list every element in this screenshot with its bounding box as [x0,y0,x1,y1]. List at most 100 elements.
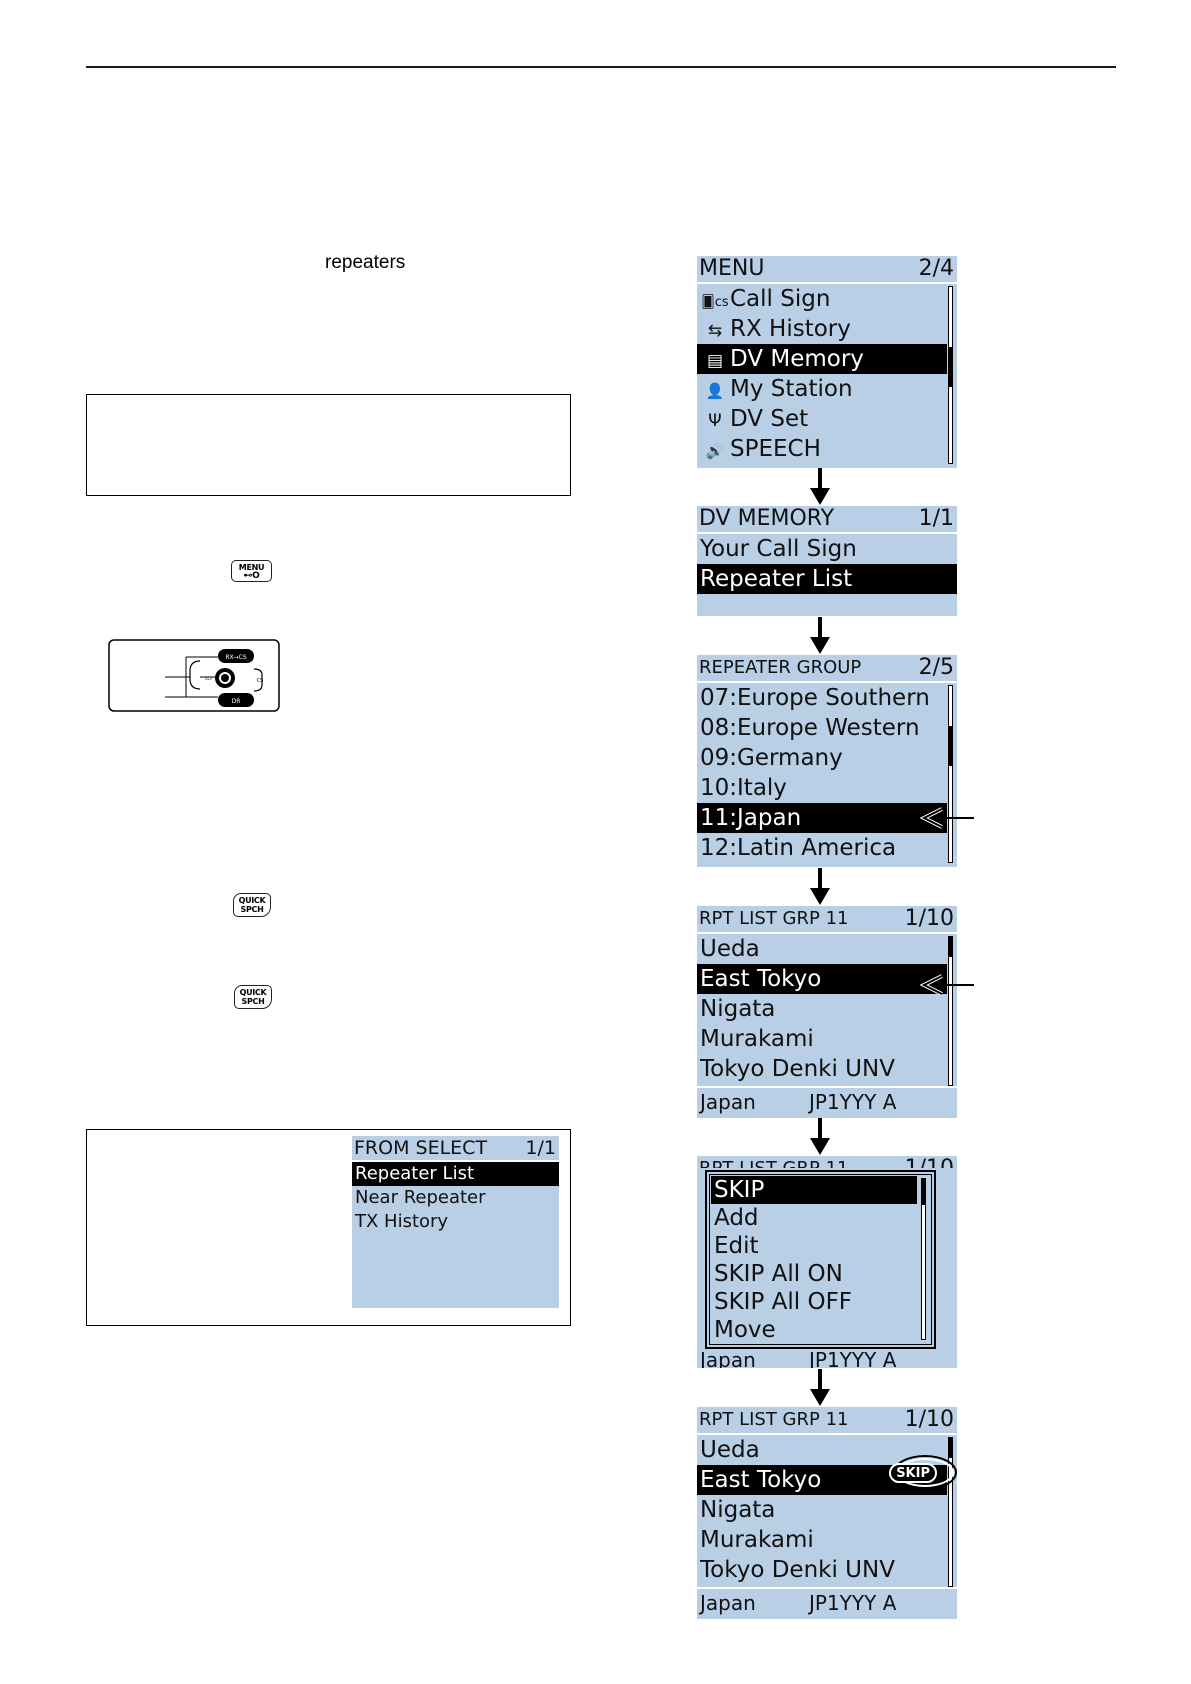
lcd-title: RPT LIST GRP 11 [699,908,849,929]
from-select-item-near-repeater[interactable]: Near Repeater [355,1187,486,1208]
dv-set-icon: Ψ [708,411,722,431]
menu-item-dv-set[interactable]: Ψ DV Set [697,404,947,434]
repeater-group-item[interactable]: 10:Italy [700,775,787,801]
lcd-footer: Japan JP1YYY A [697,1589,957,1617]
lcd-rpt-list-screen: RPT LIST GRP 11 1/10 Ueda East Tokyo Nig… [697,906,957,1118]
keypad-bottom-label: DR [232,698,241,705]
from-select-box [86,1129,571,1326]
popup-item-skip[interactable]: SKIP [711,1176,917,1204]
lcd-title: MENU [699,256,765,281]
lcd-header: REPEATER GROUP 2/5 [697,655,957,681]
menu-item-call-sign[interactable]: 🂠csCall Sign [697,284,947,314]
menu-item-label: DV Set [730,406,809,432]
lcd-dv-memory-screen: DV MEMORY 1/1 Your Call Sign Repeater Li… [697,506,957,616]
scrollbar[interactable] [948,936,953,1086]
popup-item-skip-all-off[interactable]: SKIP All OFF [714,1289,853,1315]
menu-item-label: RX History [730,316,851,342]
dv-memory-item-your-call-sign[interactable]: Your Call Sign [700,536,857,562]
menu-item-label: Call Sign [730,286,831,312]
rpt-list-item[interactable]: Tokyo Denki UNV [700,1557,895,1583]
popup-item-move[interactable]: Move [714,1317,776,1343]
lcd-title: DV MEMORY [699,506,835,531]
lcd-header: FROM SELECT 1/1 [352,1136,559,1160]
my-station-icon: 👤 [705,382,725,400]
down-arrow-icon [810,468,830,505]
lcd-from-select-screen: FROM SELECT 1/1 Repeater List Near Repea… [352,1136,559,1308]
quick-key-icon: QUICK SPCH [233,893,271,917]
footer-group-name: Japan [700,1090,756,1114]
scrollbar[interactable] [921,1178,926,1340]
lcd-menu-screen: MENU 2/4 🂠csCall Sign ⇆RX History ▤DV Me… [697,256,957,468]
rx-history-icon: ⇆ [707,321,723,341]
repeater-group-item[interactable]: 07:Europe Southern [700,685,930,711]
rpt-list-item[interactable]: Ueda [700,936,760,962]
down-arrow-icon [810,617,830,654]
repeater-group-item-selected[interactable]: 11:Japan [697,803,947,833]
skip-badge: SKIP [889,1463,937,1483]
lcd-page: 1/10 [904,1156,954,1181]
quick-key-top: QUICK [238,896,266,905]
lcd-page: 1/10 [904,906,954,931]
lcd-repeater-group-screen: REPEATER GROUP 2/5 07:Europe Southern 08… [697,655,957,867]
dv-memory-item-repeater-list[interactable]: Repeater List [697,564,957,594]
down-arrow-icon [810,868,830,905]
lcd-page: 1/1 [525,1137,556,1159]
quick-key-icon: QUICK SPCH [234,985,272,1009]
from-select-item-repeater-list[interactable]: Repeater List [352,1162,559,1186]
footer-call-sign: JP1YYY A [809,1348,897,1368]
lcd-popup-screen: RPT LIST GRP 11 1/10 SKIP Add Edit SKIP … [697,1156,957,1368]
intro-word: repeaters [325,252,406,273]
footer-group-name: Japan [700,1348,756,1368]
lcd-header-behind: RPT LIST GRP 11 1/10 [697,1156,957,1181]
popup-item-add[interactable]: Add [714,1205,759,1231]
dv-memory-icon: ▤ [706,351,724,371]
menu-item-dv-memory[interactable]: ▤ DV Memory [697,344,947,374]
lcd-header: DV MEMORY 1/1 [697,506,957,532]
lcd-title: RPT LIST GRP 11 [699,1409,849,1430]
lcd-header: RPT LIST GRP 11 1/10 [697,906,957,932]
lcd-page: 1/10 [904,1407,954,1432]
lcd-title: FROM SELECT [354,1137,488,1159]
lcd-footer: Japan JP1YYY A [697,1348,957,1368]
menu-item-label: SPEECH [730,436,821,462]
quick-key-bottom: SPCH [241,997,265,1006]
scrollbar[interactable] [948,685,953,863]
repeater-group-item[interactable]: 12:Latin America [700,835,897,861]
popup-item-edit[interactable]: Edit [714,1233,759,1259]
top-rule [86,66,1116,68]
rpt-list-item[interactable]: Murakami [700,1026,814,1052]
menu-item-speech[interactable]: 🔊 SPEECH [697,434,947,464]
down-arrow-icon [810,1118,830,1155]
popup-menu: SKIP Add Edit SKIP All ON SKIP All OFF M… [705,1170,936,1349]
call-sign-icon: 🂠cs [701,295,729,310]
scrollbar[interactable] [948,286,953,464]
rpt-list-item[interactable]: Nigata [700,1497,776,1523]
footer-group-name: Japan [700,1591,756,1615]
pointer-arrow-icon [920,807,974,829]
keypad-left-label: LCF [205,676,213,681]
rpt-list-item[interactable]: Tokyo Denki UNV [700,1056,895,1082]
lcd-page: 2/5 [918,655,954,680]
lcd-title: REPEATER GROUP [699,657,862,678]
menu-item-my-station[interactable]: 👤My Station [697,374,947,404]
popup-item-skip-all-on[interactable]: SKIP All ON [714,1261,843,1287]
lcd-footer: Japan JP1YYY A [697,1088,957,1116]
repeater-group-item[interactable]: 09:Germany [700,745,843,771]
rpt-list-item-selected[interactable]: East Tokyo [697,964,947,994]
menu-item-rx-history[interactable]: ⇆ RX History [697,314,947,344]
menu-item-label: DV Memory [730,346,864,372]
repeater-group-item[interactable]: 08:Europe Western [700,715,920,741]
rpt-list-item[interactable]: Nigata [700,996,776,1022]
quick-key-top: QUICK [239,988,267,997]
down-arrow-icon [810,1369,830,1406]
from-select-item-tx-history[interactable]: TX History [355,1211,449,1232]
footer-call-sign: JP1YYY A [809,1090,897,1114]
lcd-header: RPT LIST GRP 11 1/10 [697,1407,957,1433]
rpt-list-item[interactable]: Ueda [700,1437,760,1463]
speech-icon: 🔊 [705,442,725,460]
keypad-top-label: RX→CS [225,654,246,661]
rpt-list-item[interactable]: Murakami [700,1527,814,1553]
scrollbar[interactable] [948,1437,953,1587]
keypad-illustration: RX→CS DR LCF CS [108,639,280,712]
rpt-list-item-selected[interactable]: East Tokyo [697,1465,947,1495]
